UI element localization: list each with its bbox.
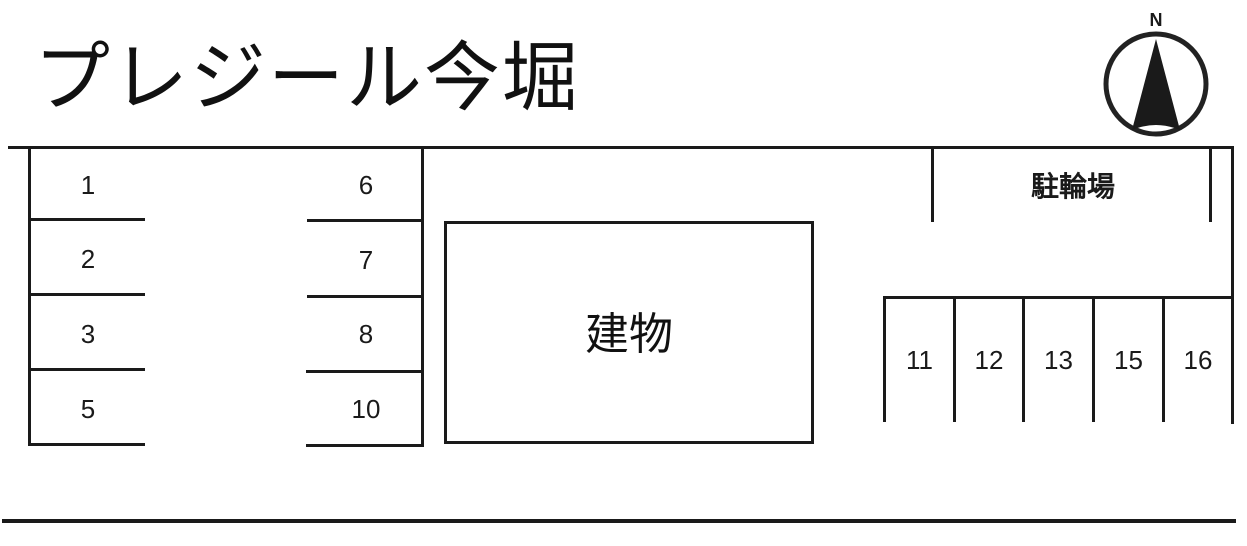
parking-space-10: 10 (351, 394, 381, 424)
north-compass-icon: N (1103, 10, 1209, 137)
bicycle-parking-label: 駐輪場 (1030, 170, 1115, 203)
right-boundary-wall (1231, 146, 1234, 424)
divider (1092, 296, 1095, 422)
divider (28, 443, 145, 446)
top-boundary-line (8, 146, 1231, 149)
right-row-top-line (883, 296, 1234, 299)
divider (306, 444, 424, 447)
parking-space-15: 15 (1114, 345, 1143, 375)
parking-space-8: 8 (358, 319, 374, 349)
compass-north-label: N (1150, 10, 1163, 30)
parking-space-6: 6 (358, 170, 374, 200)
parking-space-12: 12 (974, 345, 1004, 375)
divider (307, 295, 424, 298)
divider (1022, 296, 1025, 422)
divider (307, 219, 424, 222)
divider (306, 370, 424, 373)
bike-parking-left-wall (931, 146, 934, 222)
divider (1162, 296, 1165, 422)
divider (28, 368, 145, 371)
parking-space-5: 5 (80, 394, 96, 424)
divider (883, 296, 886, 422)
divider (28, 218, 145, 221)
divider (28, 293, 145, 296)
parking-space-2: 2 (80, 244, 96, 274)
parking-space-1: 1 (80, 170, 96, 200)
parking-space-16: 16 (1183, 345, 1213, 375)
bike-parking-right-wall (1209, 146, 1212, 222)
building-label: 建物 (585, 309, 673, 360)
bottom-road-line (2, 519, 1236, 523)
building: 建物 (444, 221, 814, 444)
property-title: プレジール今堀 (34, 33, 580, 122)
divider (953, 296, 956, 422)
left-column-wall (28, 146, 31, 446)
parking-space-13: 13 (1044, 345, 1073, 375)
parking-space-7: 7 (358, 245, 374, 275)
parking-space-3: 3 (80, 319, 96, 349)
parking-space-11: 11 (906, 345, 933, 375)
